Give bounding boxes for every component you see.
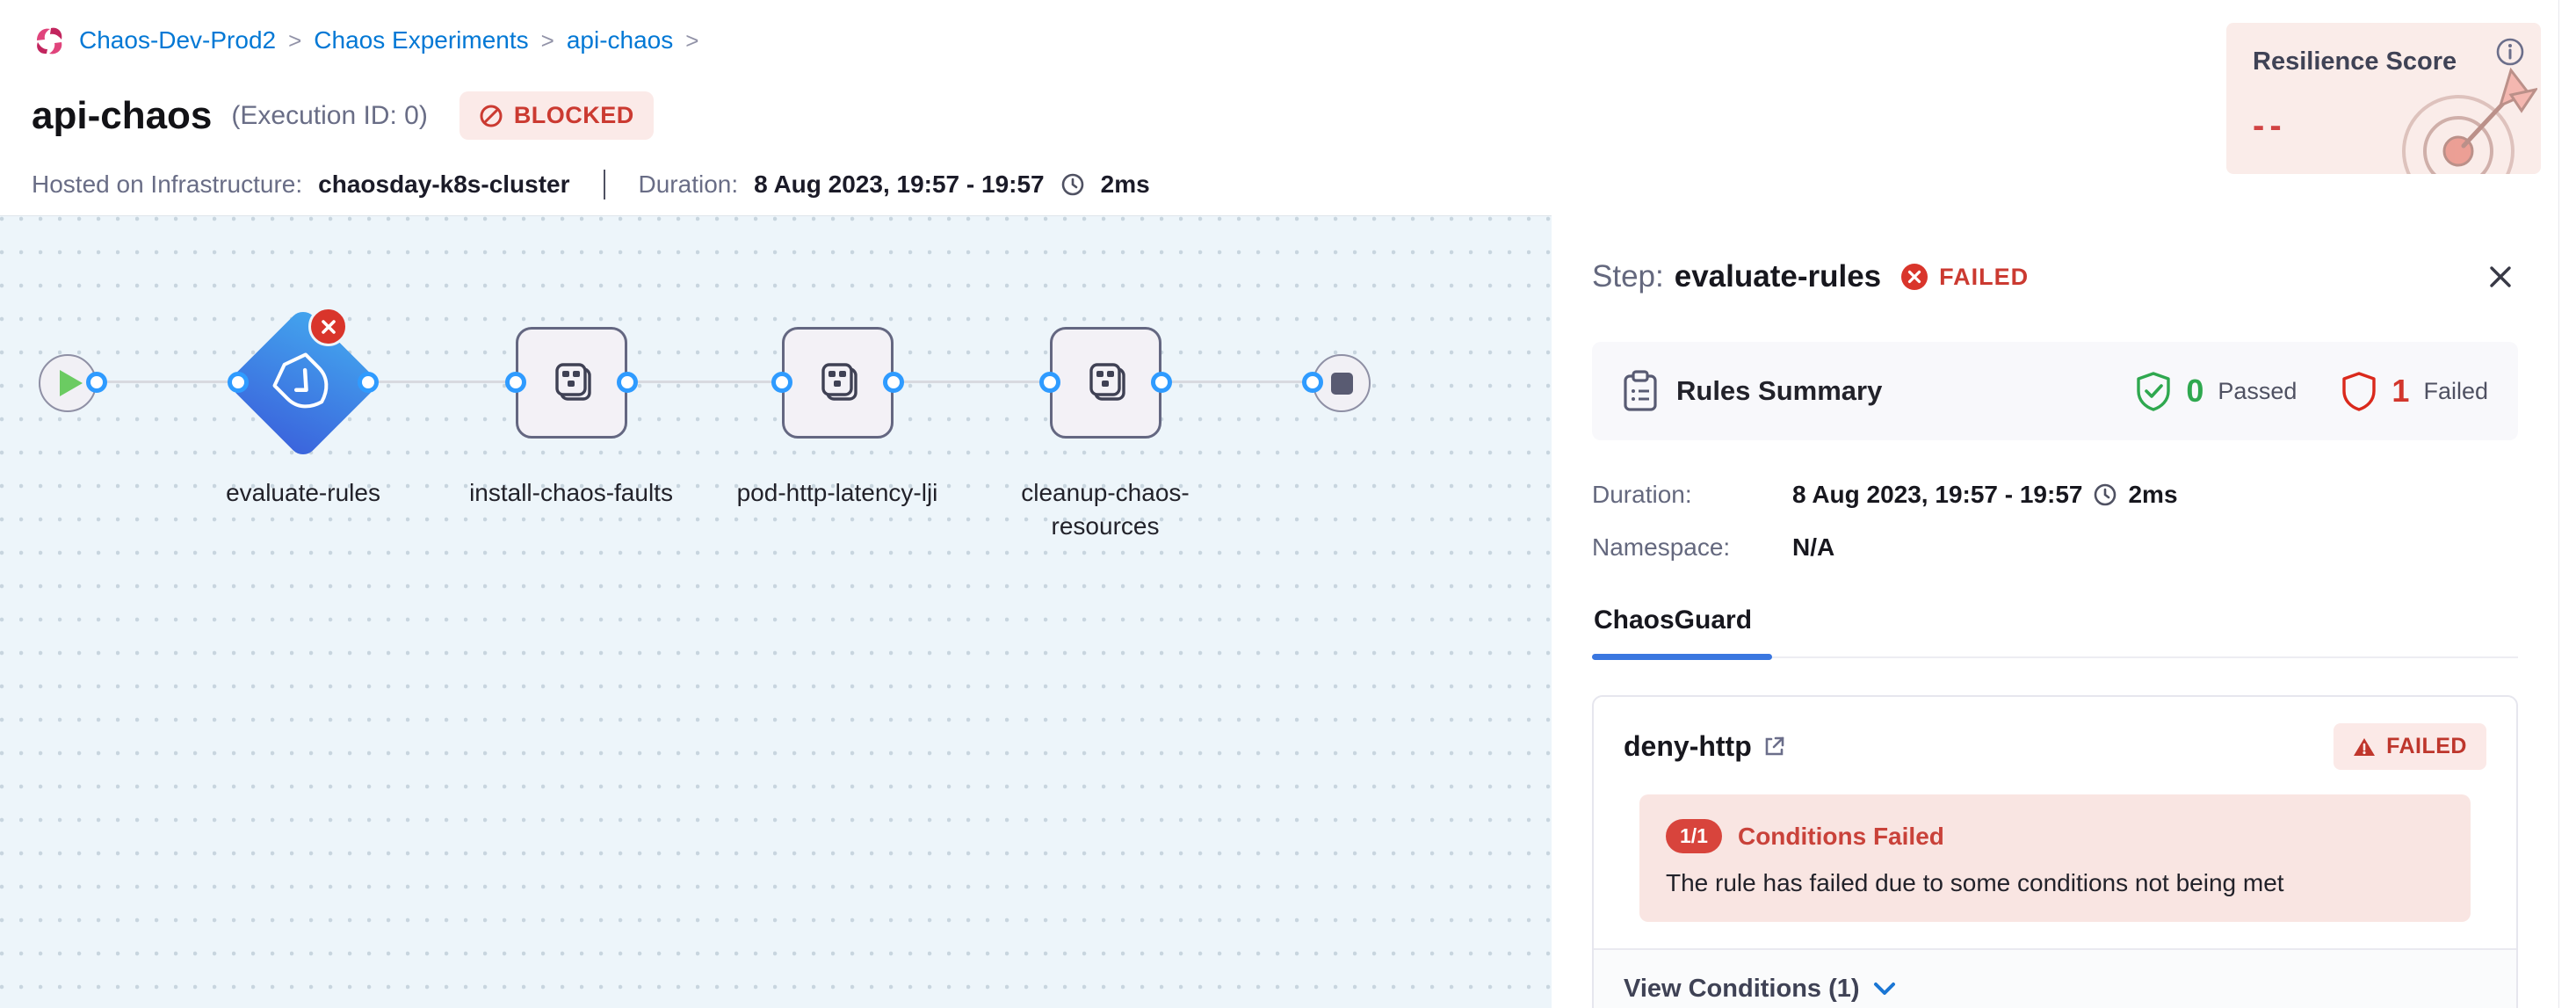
conditions-failed-message: The rule has failed due to some conditio… (1666, 869, 2284, 896)
step-status-label: FAILED (1939, 263, 2030, 290)
passed-label: Passed (2218, 377, 2297, 404)
panel-duration-elapsed: 2ms (2128, 481, 2178, 508)
connector-port[interactable] (86, 372, 107, 393)
stop-icon (1330, 372, 1353, 395)
execution-id-label: (Execution ID: 0) (231, 100, 428, 130)
chaos-fault-icon (821, 362, 857, 401)
page-header: Chaos-Dev-Prod2 > Chaos Experiments > ap… (0, 0, 2576, 215)
breadcrumb-separator: > (288, 26, 302, 54)
breadcrumb-link-experiment[interactable]: api-chaos (566, 26, 674, 54)
pipeline-step-cleanup-chaos-resources[interactable] (1050, 327, 1161, 439)
blocked-icon (480, 105, 503, 127)
chaos-app-logo-icon (37, 27, 62, 54)
connector-port[interactable] (1302, 372, 1323, 393)
pipeline-canvas[interactable]: evaluate-rules install-chaos-faults pod-… (0, 215, 1552, 1008)
connector-port[interactable] (1151, 372, 1172, 393)
breadcrumb-link-experiments[interactable]: Chaos Experiments (314, 26, 529, 54)
resilience-score-title: Resilience Score (2253, 47, 2457, 76)
tab-chaosguard[interactable]: ChaosGuard (1592, 606, 1773, 660)
hosted-infra-value: chaosday-k8s-cluster (318, 170, 570, 198)
panel-duration-value: 8 Aug 2023, 19:57 - 19:57 (1792, 481, 2083, 508)
target-illustration (2402, 67, 2537, 174)
clock-icon (2095, 483, 2117, 506)
play-icon (59, 370, 83, 396)
scrollbar[interactable] (2558, 0, 2576, 1008)
conditions-failed-title: Conditions Failed (1737, 822, 1944, 850)
connector-port[interactable] (771, 372, 792, 393)
conditions-ratio-pill: 1/1 (1666, 819, 1722, 853)
clipboard-icon (1624, 370, 1657, 411)
failed-count: 1 (2391, 373, 2410, 409)
shield-passed-icon (2137, 372, 2171, 411)
shield-check-icon (272, 352, 329, 409)
shield-failed-icon (2342, 372, 2377, 411)
pipeline-step-pod-http-latency[interactable] (782, 327, 894, 439)
breadcrumb-link-project[interactable]: Chaos-Dev-Prod2 (79, 26, 277, 54)
conditions-failed-alert: 1/1 Conditions Failed The rule has faile… (1639, 794, 2471, 922)
step-details-panel: Step: evaluate-rules FAILED (1552, 215, 2558, 1008)
breadcrumb-separator: > (685, 26, 699, 54)
connector-port[interactable] (883, 372, 904, 393)
passed-count: 0 (2186, 373, 2204, 409)
pipeline-edge-line (68, 381, 1313, 383)
resilience-score-value: -- (2253, 106, 2287, 145)
namespace-value: N/A (1792, 533, 1835, 561)
hosted-infra-label: Hosted on Infrastructure: (32, 170, 303, 198)
status-badge-blocked: BLOCKED (459, 91, 654, 140)
connector-port[interactable] (1039, 372, 1060, 393)
panel-tab-bar: ChaosGuard (1592, 606, 2518, 660)
chaos-fault-icon (1089, 362, 1125, 401)
failed-circle-icon (1901, 264, 1928, 290)
step-label: evaluate-rules (226, 479, 380, 506)
resilience-score-card: Resilience Score -- (2226, 23, 2541, 174)
duration-label: Duration: (638, 170, 739, 198)
duration-elapsed: 2ms (1100, 170, 1150, 198)
rule-card-deny-http: deny-http FAILED 1/1 (1592, 695, 2518, 1008)
view-conditions-link[interactable]: View Conditions (1) (1624, 975, 1860, 1003)
external-link-icon[interactable] (1762, 735, 1786, 758)
connector-port[interactable] (505, 372, 526, 393)
rule-status-badge: FAILED (2334, 723, 2486, 770)
close-icon (2490, 266, 2511, 287)
clock-icon (1061, 173, 1083, 196)
close-panel-button[interactable] (2483, 259, 2518, 294)
view-conditions-row[interactable]: View Conditions (1) (1594, 948, 2516, 1008)
rule-name: deny-http (1624, 730, 1752, 762)
pipeline-step-install-chaos-faults[interactable] (516, 327, 627, 439)
step-label: install-chaos-faults (469, 479, 673, 506)
failed-label: Failed (2423, 377, 2488, 404)
step-prefix-label: Step: (1592, 259, 1664, 294)
breadcrumb: Chaos-Dev-Prod2 > Chaos Experiments > ap… (32, 23, 2541, 58)
meta-divider (603, 170, 605, 199)
rule-status-label: FAILED (2386, 734, 2467, 758)
connector-port[interactable] (617, 372, 638, 393)
namespace-label: Namespace: (1592, 533, 1731, 561)
step-label: pod-http-latency-lji (736, 479, 938, 506)
status-badge-label: BLOCKED (513, 102, 634, 128)
connector-port[interactable] (358, 372, 379, 393)
connector-port[interactable] (228, 372, 249, 393)
page-title: api-chaos (32, 93, 213, 137)
chevron-down-icon (1873, 982, 1895, 995)
rules-summary-card: Rules Summary 0 Passed 1 Failed (1592, 342, 2518, 440)
step-failed-badge-icon (308, 307, 348, 346)
breadcrumb-separator: > (540, 26, 554, 54)
chaos-fault-icon (554, 362, 591, 401)
step-name: evaluate-rules (1674, 259, 1882, 294)
duration-value: 8 Aug 2023, 19:57 - 19:57 (754, 170, 1045, 198)
step-status-chip: FAILED (1900, 263, 2029, 291)
panel-duration-label: Duration: (1592, 481, 1692, 508)
step-label: cleanup-chaos-resources (1021, 479, 1190, 540)
rules-summary-title: Rules Summary (1676, 375, 1883, 406)
info-icon[interactable] (2495, 37, 2525, 67)
warning-triangle-icon (2354, 737, 2376, 756)
